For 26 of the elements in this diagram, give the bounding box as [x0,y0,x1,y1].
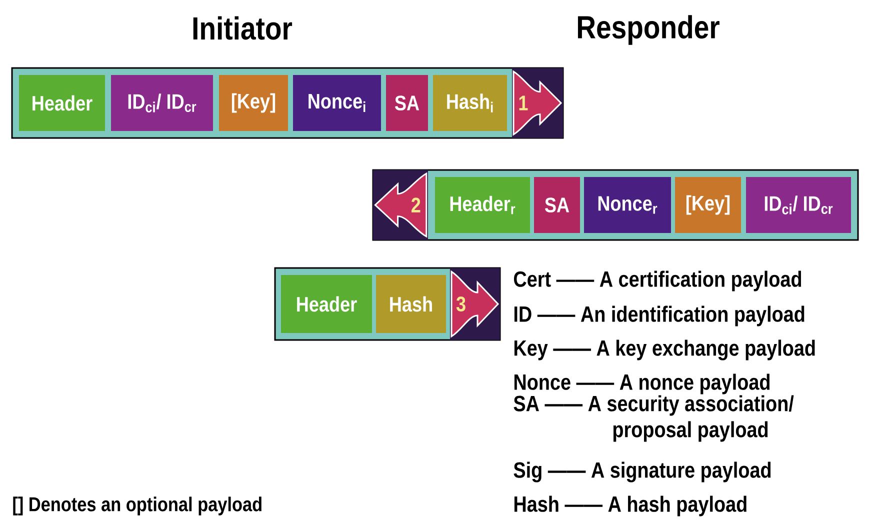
payload-box: Header [281,275,372,333]
payload-box: [Key] [219,75,288,131]
definition-text: Sig —— A signature payload [514,462,771,482]
payload-box: ID$_{ci}$/ ID$_{cr}$ [111,75,213,131]
definition-text: Key —— A key exchange payload [514,340,815,360]
payload-box: Nonce$_{r}$ [584,177,671,233]
definition-text: Hash —— A hash payload [514,496,746,516]
step-number: 1 [519,96,528,110]
payload-box: Header [19,75,105,131]
definition-text: SA —— A security association/ proposal payload [514,395,794,442]
definition-text: Cert —— A certification payload [514,270,802,292]
step-number: 3 [456,296,466,312]
note-text: [] Denotes an optional payload [13,496,262,516]
payload-box: Hash$_{i}$ [433,75,507,131]
payload-box: [Key] [675,177,741,233]
step-number: 2 [412,198,420,212]
column-title: Responder [578,15,720,45]
payload-box: SA [534,177,580,233]
payload-box: ID$_{ci}$/ ID$_{cr}$ [746,177,851,233]
definition-text: Nonce —— A nonce payload [514,374,770,394]
payload-box: Nonce$_{i}$ [293,75,381,131]
payload-box: Hash [376,275,446,333]
definition-text: ID —— An identification payload [514,306,804,326]
payload-box: SA [386,75,428,131]
column-title: Initiator [193,16,292,40]
payload-box: Header$_{r}$ [435,177,530,233]
